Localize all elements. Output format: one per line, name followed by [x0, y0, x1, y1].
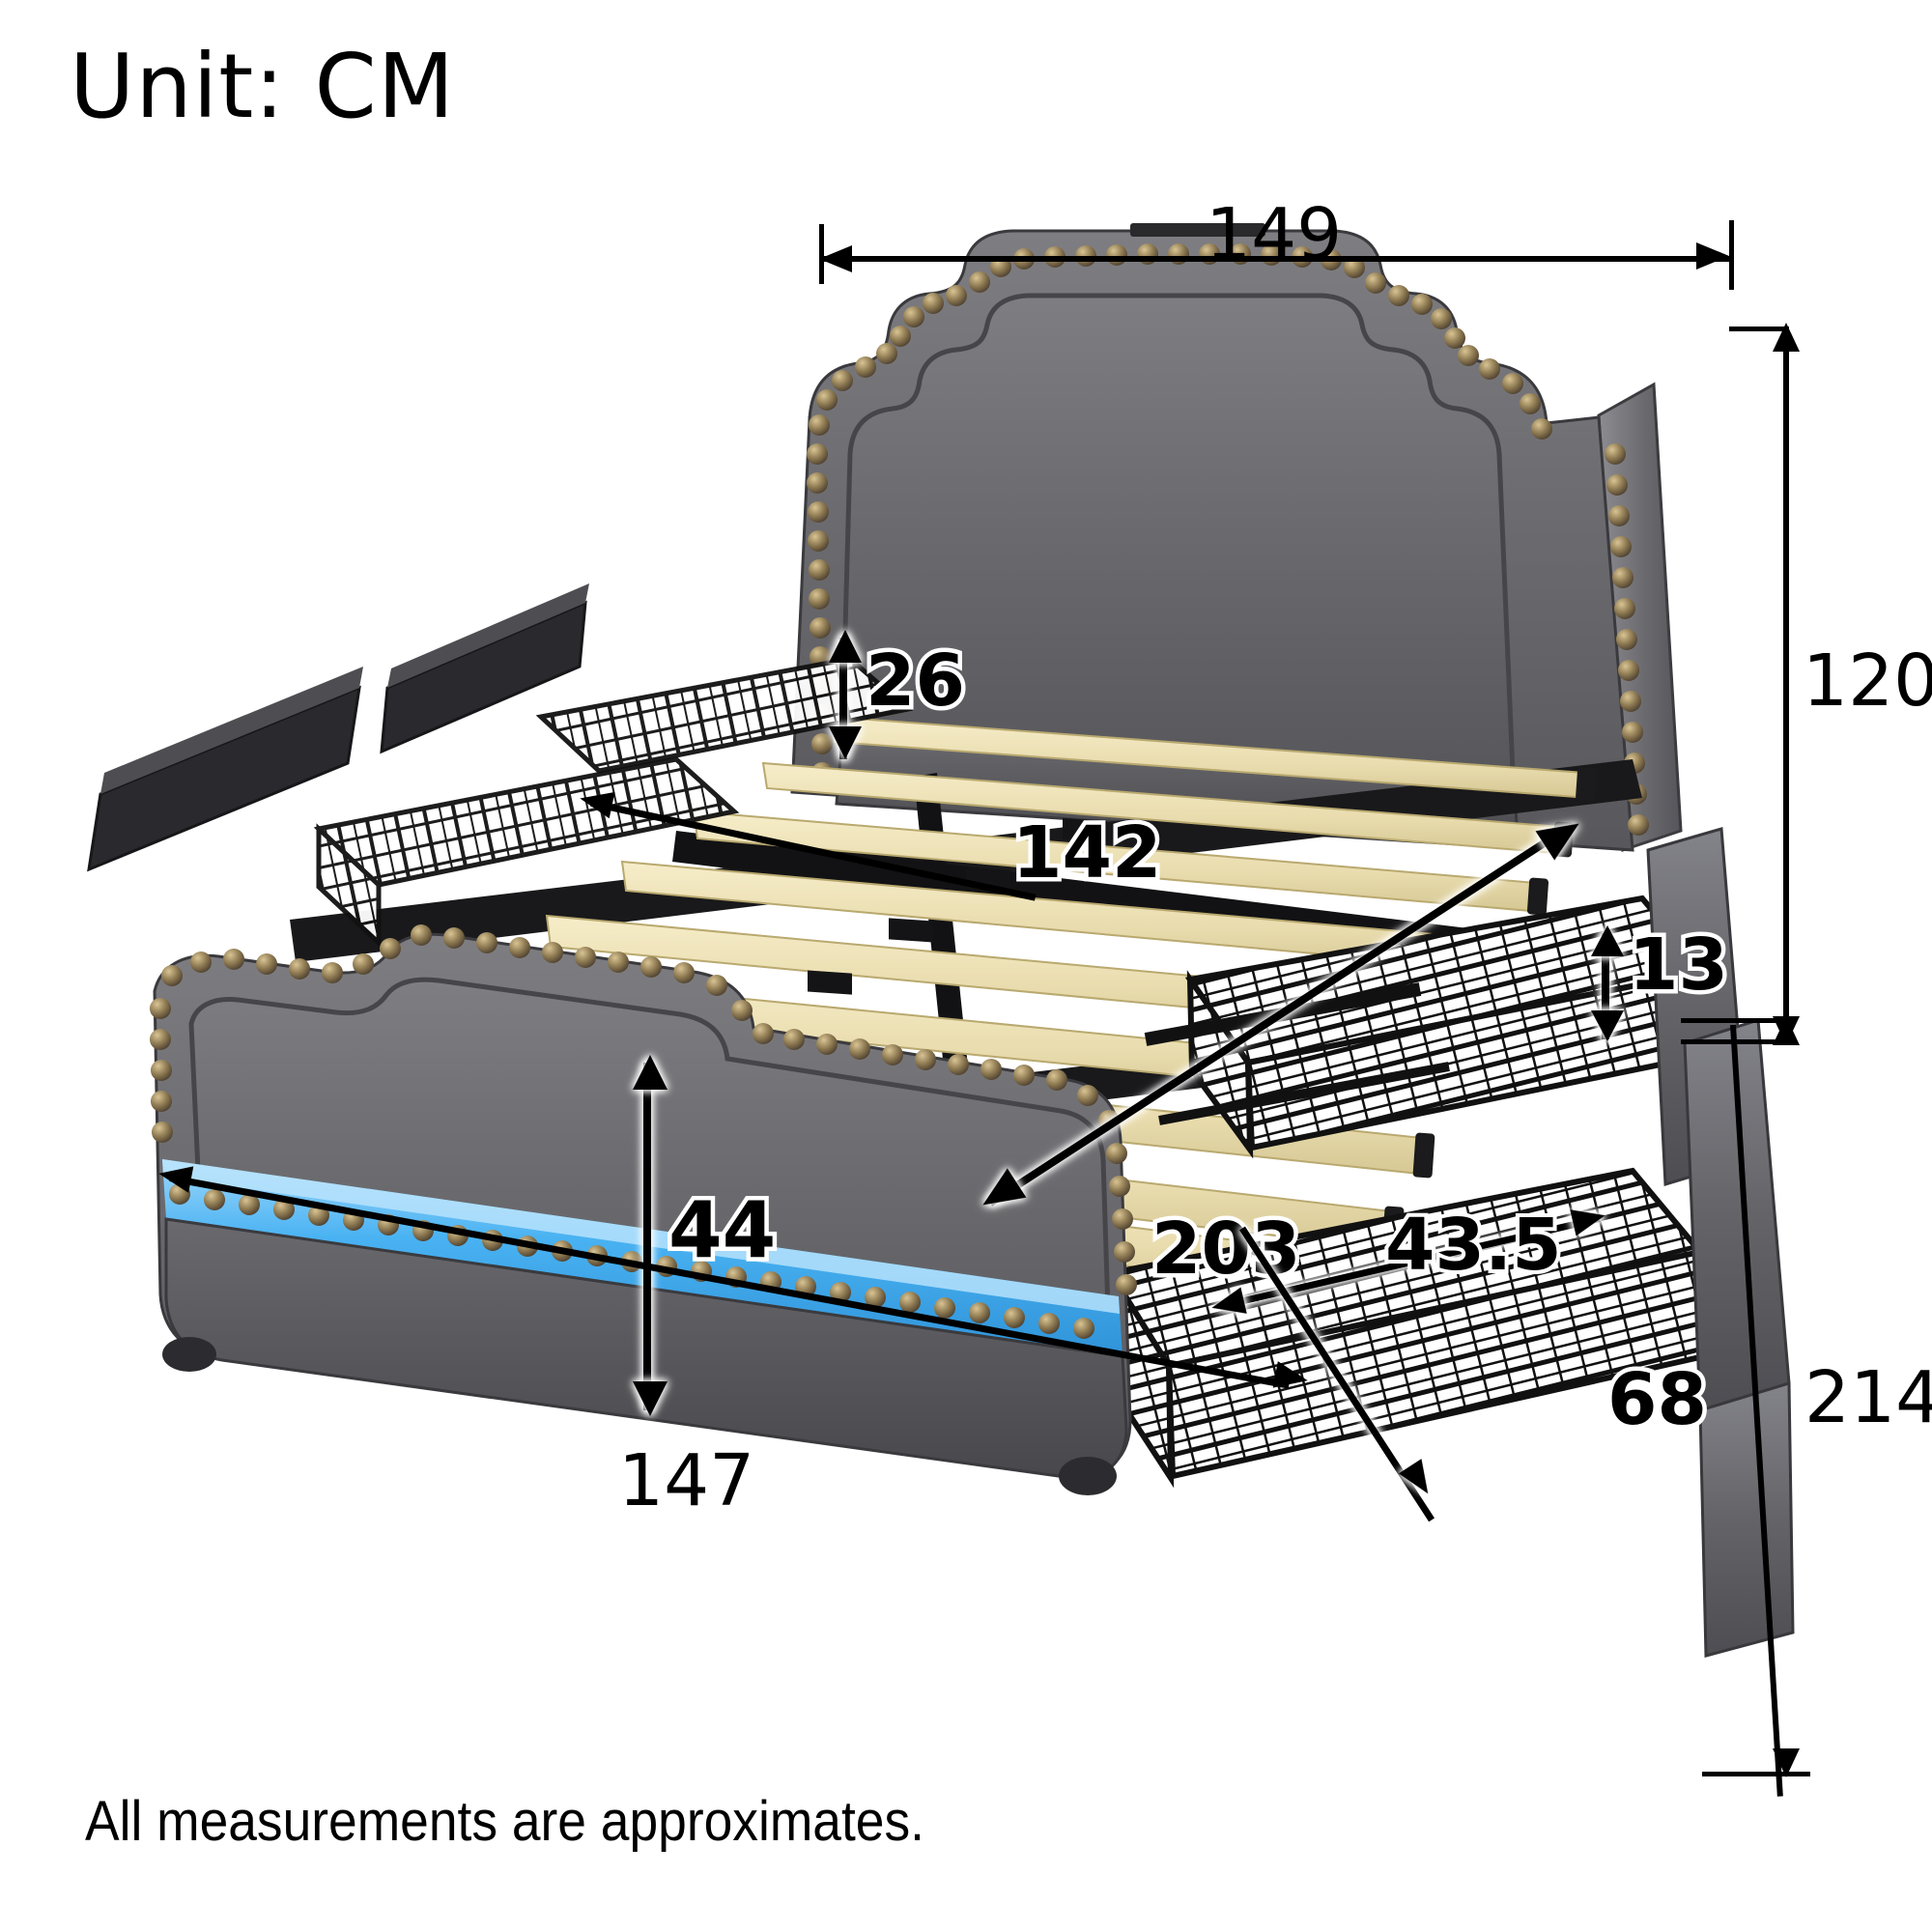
- dimension-label-149: 149: [1206, 193, 1343, 276]
- drawer-basket-left-rear: [535, 656, 914, 774]
- unit-title: Unit: CM: [70, 35, 456, 138]
- dimension-label-147: 147: [618, 1439, 755, 1522]
- drawer-left-front: [87, 667, 363, 872]
- dimension-label-13: 13: [1625, 923, 1733, 1007]
- drawer-left-back: [380, 583, 589, 754]
- headboard: [790, 223, 1683, 853]
- dimension-label-44: 44: [664, 1185, 780, 1275]
- dimension-label-26: 26: [862, 639, 970, 723]
- drawer-basket-left: [313, 756, 740, 949]
- dimension-label-68: 68: [1604, 1358, 1712, 1441]
- dimension-label-120: 120: [1803, 639, 1932, 723]
- dimension-label-142: 142: [1008, 811, 1165, 895]
- dimension-label-203: 203: [1147, 1208, 1304, 1291]
- footer-note: All measurements are approximates.: [85, 1790, 924, 1853]
- dimension-label-214: 214: [1804, 1356, 1932, 1439]
- dimension-label-43-5: 43.5: [1381, 1204, 1566, 1287]
